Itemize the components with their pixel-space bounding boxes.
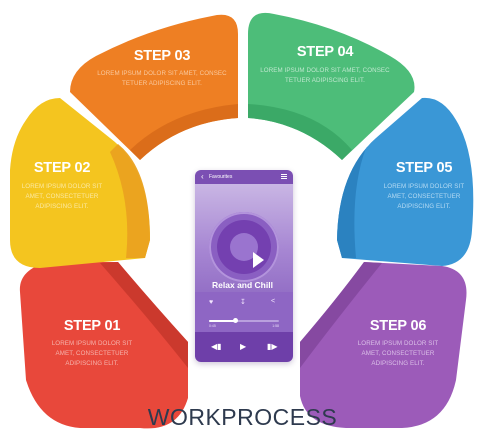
player-controls: ◀▮ ▶ ▮▶ (195, 332, 293, 362)
album-art (195, 184, 293, 292)
step-01-body-line-3: ADIPISCING ELIT. (65, 360, 118, 367)
step-06-title: STEP 06 (370, 318, 427, 334)
step-03-band (130, 104, 238, 160)
step-01-title: STEP 01 (64, 318, 121, 334)
player-header-title: Favourites (209, 174, 233, 180)
step-04-band (248, 104, 352, 160)
step-05-title: STEP 05 (396, 160, 453, 176)
step-06-body-line-3: ADIPISCING ELIT. (371, 360, 424, 367)
download-icon[interactable]: ↧ (240, 299, 246, 306)
step-01-segment: STEP 01 LOREM IPSUM DOLOR SIT AMET, CONS… (19, 262, 188, 429)
progress-track[interactable] (209, 318, 279, 323)
step-02-band (110, 144, 150, 258)
step-02-segment: STEP 02 LOREM IPSUM DOLOR SIT AMET, CONS… (10, 98, 150, 268)
step-01-body-line-1: LOREM IPSUM DOLOR SIT (52, 340, 133, 347)
step-02-title: STEP 02 (34, 160, 91, 176)
chevron-left-icon[interactable]: ‹ (201, 172, 204, 181)
step-06-body-line-1: LOREM IPSUM DOLOR SIT (358, 340, 439, 347)
step-03-body-line-2: TETUER ADIPISCING ELIT. (122, 80, 202, 87)
progress-fill (209, 320, 236, 322)
step-05-segment: STEP 05 LOREM IPSUM DOLOR SIT AMET, CONS… (337, 97, 474, 266)
step-05-body-line-2: AMET, CONSECTETUER (388, 193, 461, 200)
step-06-band (300, 262, 382, 368)
album-disc (209, 212, 279, 282)
previous-track-icon[interactable]: ◀▮ (211, 342, 222, 351)
song-title: Relax and Chill (212, 280, 273, 290)
step-04-segment: STEP 04 LOREM IPSUM DOLOR SIT AMET, CONS… (248, 12, 415, 160)
step-01-band (100, 262, 188, 368)
diagram-title: WORKPROCESS (147, 404, 338, 430)
player-header: ‹ Favourites (195, 170, 293, 184)
step-03-segment: STEP 03 LOREM IPSUM DOLOR SIT AMET, CONS… (70, 14, 238, 160)
step-05-body-line-1: LOREM IPSUM DOLOR SIT (384, 183, 465, 190)
step-04-body-line-1: LOREM IPSUM DOLOR SIT AMET, CONSEC (260, 67, 390, 74)
step-05-body-line-3: ADIPISCING ELIT. (397, 203, 450, 210)
step-02-body-line-2: AMET, CONSECTETUER (26, 193, 99, 200)
player-actions: ♥ ↧ < 0:45 1:58 (195, 292, 293, 332)
step-03-body-line-1: LOREM IPSUM DOLOR SIT AMET, CONSEC (97, 70, 227, 77)
time-elapsed: 0:45 (209, 324, 216, 328)
step-03-title: STEP 03 (134, 48, 191, 64)
music-player-phone: ‹ Favourites ♥ ↧ < 0:45 1:58 ◀▮ ▶ ▮▶ (195, 170, 293, 362)
step-05-shape (337, 97, 474, 266)
play-pause-icon[interactable]: ▶ (240, 342, 247, 351)
step-02-body-line-3: ADIPISCING ELIT. (35, 203, 88, 210)
hamburger-menu-icon[interactable] (281, 174, 287, 179)
step-01-body-line-2: AMET, CONSECTETUER (56, 350, 129, 357)
step-04-body-line-2: TETUER ADIPISCING ELIT. (285, 77, 365, 84)
play-icon[interactable] (253, 252, 264, 268)
step-06-segment: STEP 06 LOREM IPSUM DOLOR SIT AMET, CONS… (300, 262, 467, 428)
progress-knob[interactable] (233, 318, 239, 323)
heart-icon[interactable]: ♥ (209, 299, 214, 306)
step-02-body-line-1: LOREM IPSUM DOLOR SIT (22, 183, 103, 190)
share-icon[interactable]: < (271, 298, 276, 305)
step-04-title: STEP 04 (297, 44, 354, 60)
step-02-shape (10, 98, 150, 268)
next-track-icon[interactable]: ▮▶ (267, 342, 278, 351)
time-total: 1:58 (272, 324, 279, 328)
step-06-body-line-2: AMET, CONSECTETUER (362, 350, 435, 357)
step-05-band (337, 138, 376, 258)
